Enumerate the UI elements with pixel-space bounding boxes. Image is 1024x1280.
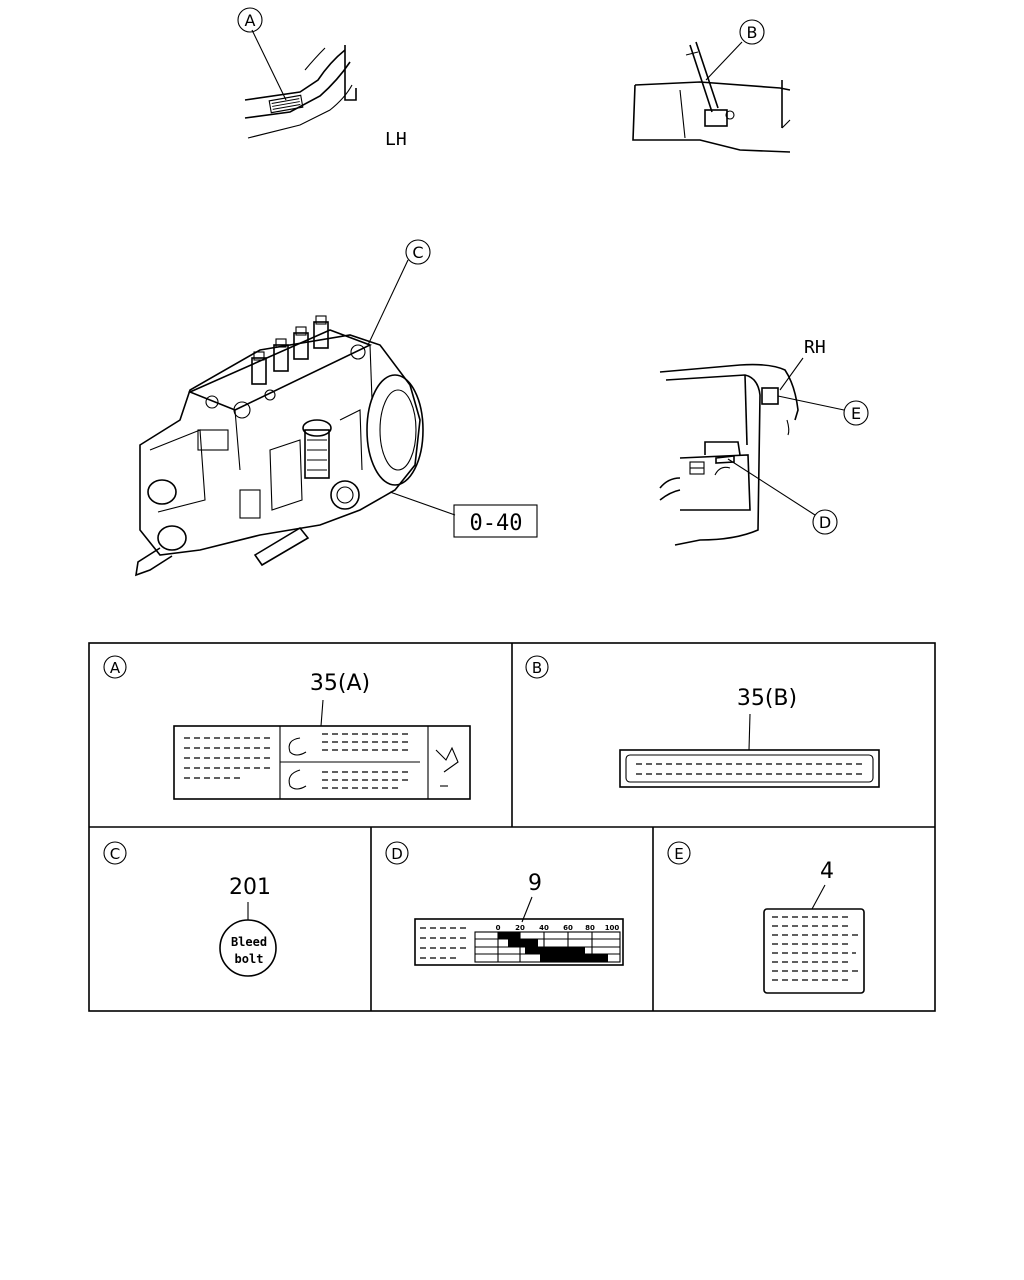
callout-e: [843, 400, 869, 426]
callout-c-letter: C: [412, 243, 423, 262]
label-b-location: [704, 109, 728, 127]
callout-e-letter: E: [851, 404, 861, 423]
panel-b-letter: B: [532, 659, 542, 677]
panel-a-letter: A: [110, 659, 121, 677]
callout-d: [812, 509, 838, 535]
callout-b-leader: [705, 41, 743, 81]
label-detail-table: A 35(A): [88, 642, 936, 1012]
delivery-valves: [251, 315, 329, 385]
label-d-location: [715, 455, 735, 464]
panel-b: B 35(B): [525, 655, 880, 788]
callout-c-leader: [367, 259, 409, 346]
panel-d-part-number: 9: [528, 871, 542, 896]
panel-d: D 9 0 20 40 60: [385, 841, 624, 966]
callout-c: [405, 239, 431, 265]
rh-label: RH: [804, 337, 826, 358]
injection-pump: C 0-40: [135, 239, 538, 577]
ref-box-text: 0-40: [470, 511, 523, 536]
panel-e: E 4: [667, 841, 865, 994]
ref-box: [453, 504, 538, 538]
scale-20: 20: [515, 924, 525, 932]
callout-a-letter: A: [245, 11, 256, 30]
callout-b: [739, 19, 765, 45]
panel-c-part-number: 201: [229, 875, 271, 900]
label-35b: [619, 749, 880, 788]
scale-80: 80: [585, 924, 595, 932]
scale-40: 40: [539, 924, 549, 932]
scale-100: 100: [605, 924, 620, 932]
label-201: [219, 919, 277, 977]
callout-d-letter: D: [819, 513, 831, 532]
bleed-bolt-line2: bolt: [235, 952, 264, 966]
bleed-bolt-line1: Bleed: [231, 935, 267, 949]
label-4: [763, 908, 865, 994]
panel-e-part-number: 4: [820, 859, 834, 884]
lh-view: A LH: [237, 7, 407, 150]
label-35a: [173, 725, 471, 800]
panel-a-part-number: 35(A): [310, 671, 370, 696]
label-9: [414, 918, 624, 966]
panel-c-letter: C: [110, 845, 120, 863]
panel-a: A 35(A): [103, 655, 471, 800]
panel-b-part-number: 35(B): [737, 686, 797, 711]
panel-d-letter: D: [391, 845, 403, 863]
scale-60: 60: [563, 924, 573, 932]
callout-a-leader: [251, 29, 287, 101]
rh-view: E D RH: [659, 337, 869, 546]
panel-c: C 201 Bleed bolt: [103, 841, 277, 977]
lh-label: LH: [385, 129, 407, 150]
b-view: B: [632, 19, 791, 153]
panel-e-letter: E: [674, 845, 683, 863]
scale-0: 0: [496, 924, 501, 932]
callout-a: [237, 7, 263, 33]
label-e-location: [761, 387, 779, 405]
callout-b-letter: B: [747, 23, 758, 42]
